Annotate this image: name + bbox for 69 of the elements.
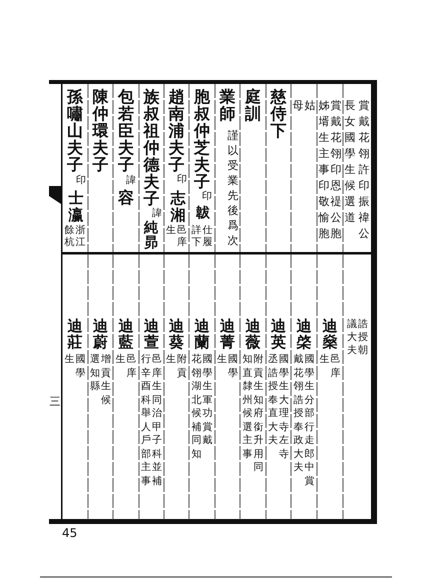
note-column: 印: [76, 176, 86, 186]
note-column: 邑庠: [330, 353, 341, 380]
note-column: 生: [115, 353, 126, 366]
name-column: 迪燊: [322, 318, 338, 350]
name-column: 迪萱: [144, 318, 160, 350]
note-column: 仕履: [202, 225, 213, 249]
name-column: 志湘: [170, 190, 186, 224]
note-column: 長女國學生候選道: [344, 98, 356, 226]
name-column: 慈侍下: [270, 88, 287, 139]
note-column: 知直隸州候選主事: [242, 353, 253, 461]
name-column: 迪葵: [168, 318, 184, 350]
name-column: 孫嘯山夫子: [66, 88, 84, 173]
note-column: 賞戴花翎印恩禔公胞: [330, 98, 342, 242]
name-column: 陳仲環夫子: [92, 88, 109, 173]
name-column: 迪棨: [296, 318, 312, 350]
name-column: 包若臣夫子: [118, 88, 134, 173]
note-column: 三: [49, 396, 61, 407]
note-column: 諱: [126, 176, 136, 186]
name-column: 迪菁: [220, 318, 236, 350]
name-column: 胞叔仲芝夫子: [194, 88, 210, 190]
note-column: 詳下: [191, 225, 202, 249]
name-column: 純昴: [144, 221, 158, 251]
note-column: 姑: [304, 98, 316, 114]
note-column: 誥授朝: [358, 318, 368, 357]
note-column: 生: [64, 353, 75, 366]
note-column: 附貢: [176, 353, 188, 380]
note-column: 生: [319, 353, 330, 366]
note-column: 餘杭: [64, 225, 75, 249]
note-column: 邑庠: [126, 353, 137, 380]
note-column: 印: [176, 175, 188, 185]
name-column: 族叔祖仲德夫子: [143, 88, 160, 207]
note-column: 姊壻生主事印敬愉胞: [318, 98, 330, 242]
name-column: 迪莊: [67, 318, 83, 350]
note-column: 行辛酉科舉人戶部主事: [140, 353, 152, 488]
note-column: 謹以受業先後爲次: [227, 128, 239, 248]
note-column: 國學: [228, 353, 238, 380]
note-column: 丞誥授奉直大夫: [268, 353, 278, 448]
note-column: 生: [216, 353, 228, 366]
name-column: 迪蔚: [92, 318, 108, 350]
note-column: 印: [202, 192, 212, 202]
note-column: 國學生軍功賞戴: [202, 353, 213, 448]
note-column: 附貢生知府銜升用同: [253, 353, 264, 474]
note-column: 國學生大理寺左寺: [278, 353, 290, 461]
note-column: 母: [292, 98, 304, 114]
note-column: 邑庠: [176, 225, 188, 249]
note-column: 邑庠生同治甲子科並補: [152, 353, 162, 488]
name-column: 韍: [196, 206, 210, 220]
page-number: 45: [62, 526, 78, 540]
note-column: 議大夫: [346, 318, 358, 357]
note-column: 花翎湖北候補同知: [191, 353, 202, 461]
note-column: 生: [166, 225, 176, 237]
name-column: 業師: [219, 88, 236, 122]
note-column: 浙江: [75, 225, 86, 249]
note-column: 諱: [152, 209, 162, 219]
note-column: 賞戴花翎許印振禕公: [358, 98, 370, 242]
note-column: 生: [166, 353, 176, 366]
name-column: 庭訓: [244, 88, 262, 122]
note-column: 國學: [75, 353, 86, 380]
name-column: 士瀛: [68, 190, 84, 224]
note-column: 選知縣: [90, 353, 100, 394]
name-column: 容: [118, 190, 134, 206]
name-column: 趙南浦夫子: [168, 88, 185, 173]
name-column: 迪英: [270, 318, 286, 350]
note-column: 戴花翎誥授奉政大夫: [293, 353, 304, 474]
name-column: 迪薇: [245, 318, 261, 350]
name-column: 迪蘭: [194, 318, 210, 350]
note-column: 增貢生候: [100, 353, 112, 407]
note-column: 國學生分部行走郎中賞: [304, 353, 315, 488]
name-column: 迪藍: [118, 318, 134, 350]
